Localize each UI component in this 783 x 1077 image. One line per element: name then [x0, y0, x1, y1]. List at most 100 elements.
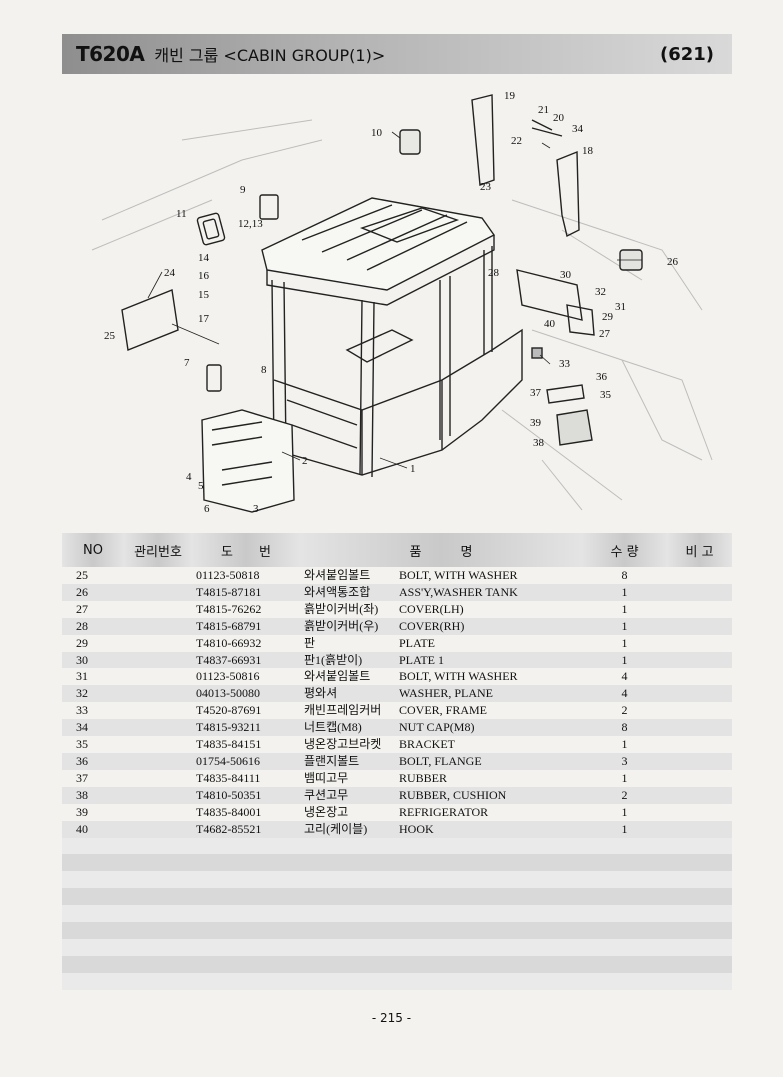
remarks	[667, 786, 733, 804]
mgmt-no	[124, 769, 192, 787]
group-title: 캐빈 그룹 <CABIN GROUP(1)>	[154, 46, 386, 65]
empty-cell	[667, 921, 733, 939]
empty-cell	[667, 871, 733, 889]
empty-cell	[395, 871, 583, 889]
part-name-en: HOOK	[395, 820, 583, 838]
part-no: 25	[62, 567, 124, 584]
quantity: 2	[582, 786, 668, 804]
model-code: T620A	[76, 42, 145, 66]
callout-19: 19	[504, 90, 516, 102]
quantity: 1	[582, 600, 668, 618]
drawing-no: T4815-68791	[192, 617, 300, 635]
page-header: T620A 캐빈 그룹 <CABIN GROUP(1)> (621)	[62, 34, 732, 74]
quantity: 1	[582, 583, 668, 601]
drawing-no: T4835-84111	[192, 769, 300, 787]
quantity: 1	[582, 820, 668, 838]
remarks	[667, 583, 733, 601]
empty-cell	[582, 905, 668, 922]
background-frame-ghost	[91, 119, 713, 511]
quantity: 1	[582, 617, 668, 635]
quantity: 8	[582, 719, 668, 737]
empty-cell	[124, 955, 192, 973]
callout-6: 6	[204, 503, 210, 515]
drawing-no: 01754-50616	[192, 752, 300, 770]
empty-cell	[667, 837, 733, 855]
empty-cell	[192, 888, 300, 906]
empty-cell	[300, 854, 395, 872]
empty-cell	[192, 854, 300, 872]
callout-23: 23	[480, 181, 492, 193]
remarks	[667, 820, 733, 838]
drawing-no: 04013-50080	[192, 685, 300, 703]
parts-table-header: NO 관리번호 도 번 품 명 수 량 비 고	[62, 533, 733, 567]
callout-39: 39	[530, 417, 542, 429]
drawing-no: T4810-50351	[192, 786, 300, 804]
empty-cell	[192, 938, 300, 956]
callout-30: 30	[560, 269, 572, 281]
empty-cell	[124, 837, 192, 855]
empty-cell	[667, 905, 733, 922]
empty-cell	[192, 921, 300, 939]
remarks	[667, 617, 733, 635]
callout-2: 2	[302, 455, 308, 467]
part-name-kr: 흙받이커버(우)	[300, 617, 395, 635]
empty-cell	[192, 905, 300, 922]
callout-24: 24	[164, 267, 176, 279]
part-no: 27	[62, 600, 124, 618]
remarks	[667, 634, 733, 652]
empty-cell	[192, 837, 300, 855]
part-name-en: BRACKET	[395, 736, 583, 753]
callout-8: 8	[261, 364, 267, 376]
quantity: 2	[582, 702, 668, 720]
part-name-en: RUBBER, CUSHION	[395, 786, 583, 804]
empty-cell	[62, 837, 124, 855]
empty-cell	[582, 938, 668, 956]
quantity: 1	[582, 634, 668, 652]
callout-38: 38	[533, 437, 545, 449]
page-reference: (621)	[659, 43, 714, 65]
callout-37: 37	[530, 387, 542, 399]
quantity: 1	[582, 803, 668, 821]
part-name-en: COVER, FRAME	[395, 702, 583, 720]
drawing-no: T4815-93211	[192, 719, 300, 737]
part-name-en: PLATE	[395, 634, 583, 652]
empty-row	[62, 888, 733, 906]
callout-20: 20	[553, 112, 565, 124]
part-no: 29	[62, 634, 124, 652]
part-no: 37	[62, 769, 124, 787]
part-name-en: BOLT, WITH WASHER	[395, 567, 583, 584]
part-no: 36	[62, 752, 124, 770]
leader-lines	[147, 131, 642, 469]
remarks	[667, 769, 733, 787]
callout-36: 36	[596, 371, 608, 383]
mgmt-no	[124, 685, 192, 703]
empty-cell	[62, 905, 124, 922]
col-part-name: 품 명	[300, 533, 583, 567]
remarks	[667, 736, 733, 753]
empty-row	[62, 921, 733, 939]
empty-cell	[124, 938, 192, 956]
callout-5: 5	[198, 480, 204, 492]
part-name-en: COVER(RH)	[395, 617, 583, 635]
empty-cell	[667, 972, 733, 990]
page-number: - 215 -	[371, 1011, 412, 1025]
callout-9: 9	[240, 184, 246, 196]
empty-cell	[395, 888, 583, 906]
empty-cell	[62, 871, 124, 889]
part-no: 32	[62, 685, 124, 703]
mgmt-no	[124, 820, 192, 838]
empty-cell	[667, 888, 733, 906]
callout-18: 18	[582, 145, 594, 157]
col-qty: 수 량	[582, 533, 668, 567]
col-mgmt-no: 관리번호	[124, 533, 192, 567]
empty-cell	[124, 921, 192, 939]
drawing-no: 01123-50816	[192, 668, 300, 686]
part-name-kr: 뱀띠고무	[300, 769, 395, 787]
empty-row	[62, 972, 733, 990]
empty-cell	[582, 955, 668, 973]
